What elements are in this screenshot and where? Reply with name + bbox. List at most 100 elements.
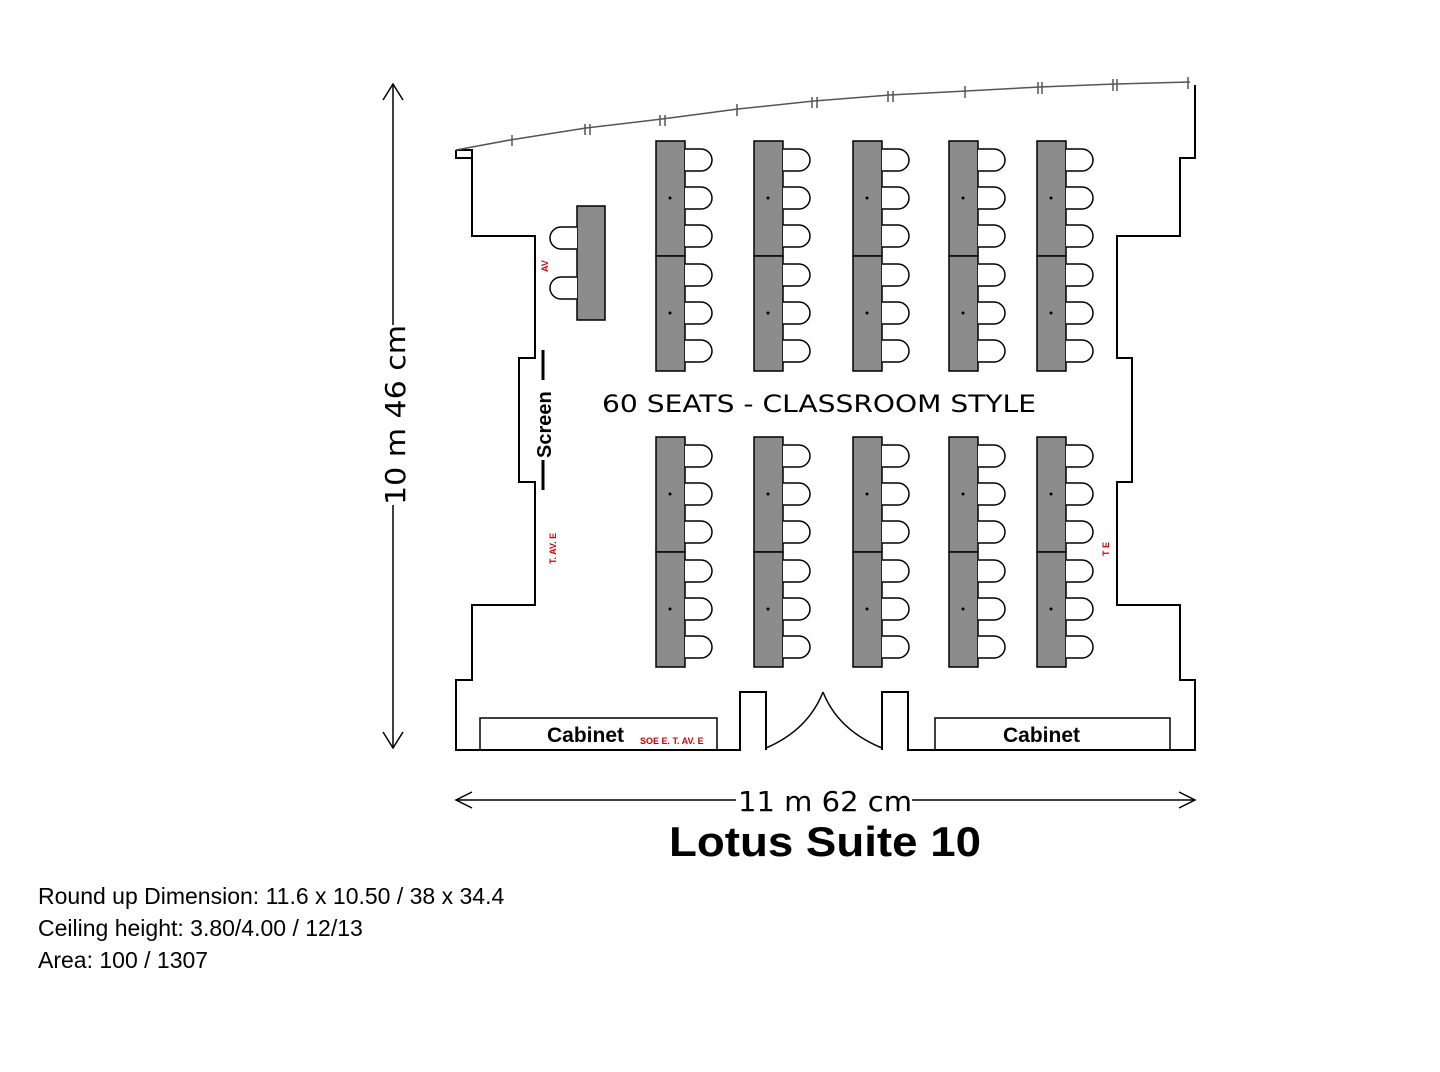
door-swing bbox=[765, 691, 883, 749]
chair bbox=[1066, 444, 1094, 468]
presenter-table bbox=[549, 205, 606, 321]
chair bbox=[685, 520, 713, 544]
table-marker bbox=[1049, 607, 1053, 611]
chair bbox=[685, 597, 713, 621]
spec-dimension: Round up Dimension: 11.6 x 10.50 / 38 x … bbox=[38, 883, 505, 909]
chair bbox=[1066, 520, 1094, 544]
chair bbox=[1066, 224, 1094, 248]
cabinet-right bbox=[934, 717, 1171, 751]
table-marker bbox=[766, 311, 770, 315]
chair bbox=[882, 339, 910, 363]
chair bbox=[882, 263, 910, 287]
chair bbox=[783, 339, 811, 363]
classroom-table bbox=[655, 255, 686, 372]
chair bbox=[783, 263, 811, 287]
chair bbox=[882, 635, 910, 659]
chair bbox=[882, 520, 910, 544]
chair bbox=[1066, 263, 1094, 287]
table-marker bbox=[865, 607, 869, 611]
chair bbox=[882, 301, 910, 325]
room-specs: Round up Dimension: 11.6 x 10.50 / 38 x … bbox=[38, 880, 504, 976]
table-marker bbox=[961, 196, 965, 200]
chair bbox=[882, 482, 910, 506]
chair bbox=[882, 597, 910, 621]
chair bbox=[685, 444, 713, 468]
chair bbox=[882, 224, 910, 248]
chair bbox=[1066, 339, 1094, 363]
chair bbox=[1066, 186, 1094, 210]
chair bbox=[978, 301, 1006, 325]
table-marker bbox=[766, 196, 770, 200]
chair bbox=[685, 148, 713, 172]
chair bbox=[783, 301, 811, 325]
width-label: 11 m 62 cm bbox=[738, 785, 912, 818]
power-marker-left: T. AV. E bbox=[548, 533, 558, 564]
chair bbox=[783, 559, 811, 583]
table-marker bbox=[961, 492, 965, 496]
chair bbox=[978, 148, 1006, 172]
chair bbox=[685, 482, 713, 506]
table-marker bbox=[865, 196, 869, 200]
chair bbox=[685, 339, 713, 363]
chair bbox=[978, 520, 1006, 544]
chair bbox=[1066, 148, 1094, 172]
chair bbox=[978, 482, 1006, 506]
layout-label: 60 SEATS - CLASSROOM STYLE bbox=[602, 390, 1036, 418]
chair bbox=[685, 224, 713, 248]
floor-plan: Cabinet Cabinet Screen AV T. AV. E T E S… bbox=[379, 77, 1197, 865]
chair bbox=[978, 263, 1006, 287]
table-marker bbox=[668, 311, 672, 315]
chair bbox=[978, 559, 1006, 583]
cabinet-left-label: Cabinet bbox=[547, 724, 624, 747]
chair bbox=[783, 444, 811, 468]
table-marker bbox=[668, 492, 672, 496]
chair bbox=[882, 186, 910, 210]
chair bbox=[1066, 559, 1094, 583]
table-marker bbox=[766, 492, 770, 496]
room-outline-top-left bbox=[455, 150, 472, 159]
chair bbox=[783, 635, 811, 659]
table-marker bbox=[1049, 196, 1053, 200]
cabinet-left bbox=[479, 717, 718, 751]
cabinet-right-label: Cabinet bbox=[1003, 724, 1080, 747]
table-marker bbox=[865, 311, 869, 315]
table-marker bbox=[766, 607, 770, 611]
chair bbox=[783, 597, 811, 621]
window-wall bbox=[455, 81, 1191, 151]
chair bbox=[783, 186, 811, 210]
table-marker bbox=[668, 196, 672, 200]
chair bbox=[685, 559, 713, 583]
chair bbox=[1066, 597, 1094, 621]
table-marker bbox=[1049, 492, 1053, 496]
classroom-seating bbox=[655, 140, 1094, 668]
window-mullions bbox=[511, 77, 1189, 146]
av-marker: AV bbox=[540, 260, 550, 272]
chair bbox=[1066, 301, 1094, 325]
chair bbox=[882, 148, 910, 172]
screen-label: Screen bbox=[534, 391, 556, 458]
table-marker bbox=[865, 492, 869, 496]
classroom-table bbox=[1036, 551, 1067, 668]
spec-area: Area: 100 / 1307 bbox=[38, 947, 209, 973]
chair bbox=[978, 444, 1006, 468]
chair bbox=[978, 635, 1006, 659]
chair bbox=[978, 186, 1006, 210]
chair bbox=[685, 263, 713, 287]
chair bbox=[783, 520, 811, 544]
height-dimension bbox=[382, 82, 404, 750]
chair bbox=[685, 635, 713, 659]
table-marker bbox=[961, 607, 965, 611]
table-marker bbox=[668, 607, 672, 611]
chair bbox=[783, 148, 811, 172]
chair bbox=[783, 482, 811, 506]
chair bbox=[882, 559, 910, 583]
chair bbox=[978, 597, 1006, 621]
chair bbox=[685, 301, 713, 325]
chair bbox=[1066, 482, 1094, 506]
room-outline bbox=[455, 85, 1196, 751]
chair bbox=[783, 224, 811, 248]
power-marker-bottom: SOE E. T. AV. E bbox=[640, 736, 704, 746]
chair bbox=[882, 444, 910, 468]
chair bbox=[1066, 635, 1094, 659]
chair bbox=[978, 224, 1006, 248]
